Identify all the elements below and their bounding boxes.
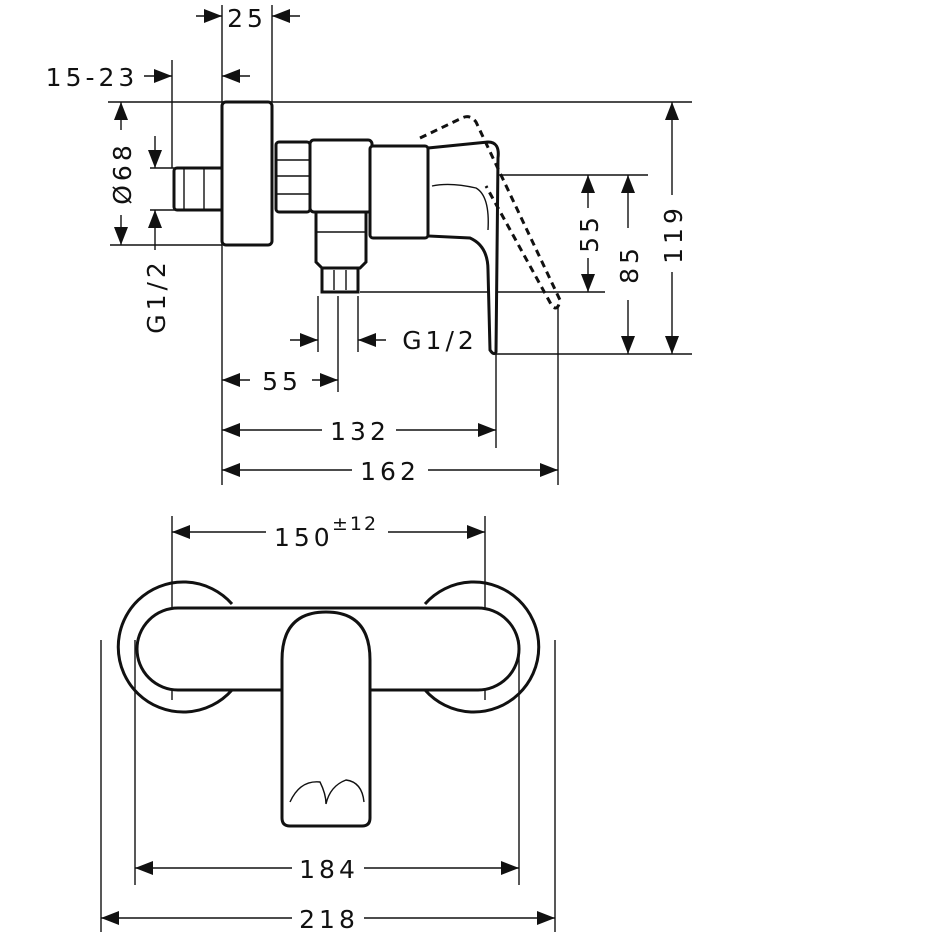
- dim-15-23: 15-23: [46, 63, 139, 92]
- dimension-labels: 25 15-23 Ø68 G1/2 55 85 119 G1/2 55 132 …: [46, 4, 688, 486]
- union-nut: [274, 140, 312, 214]
- dim-150: 150: [274, 523, 334, 552]
- dimension-arrows: [114, 9, 679, 477]
- left-rosette: [116, 580, 234, 714]
- mixer-body: [308, 138, 374, 214]
- front-dimension-labels: 150 ±12 184 218: [274, 513, 378, 934]
- right-rosette: [423, 580, 541, 714]
- lever-front: [280, 610, 372, 828]
- dim-184: 184: [299, 855, 359, 884]
- dim-132: 132: [330, 417, 390, 446]
- inlet-pipe: [172, 166, 226, 212]
- side-view: 25 15-23 Ø68 G1/2 55 85 119 G1/2 55 132 …: [46, 4, 692, 486]
- cartridge-housing: [368, 144, 430, 240]
- outlet-nozzle: [320, 266, 360, 294]
- outlet-block: [314, 210, 368, 270]
- dim-25: 25: [227, 4, 267, 33]
- dim-162: 162: [360, 457, 420, 486]
- dim-150-tolerance: ±12: [332, 513, 378, 535]
- thread-left-g12: G1/2: [142, 258, 171, 334]
- lever-handle-raised: [419, 115, 562, 310]
- extension-lines: [108, 5, 692, 485]
- wall-rosette: [220, 100, 274, 247]
- front-view: 150 ±12 184 218: [100, 513, 556, 934]
- dim-218: 218: [299, 905, 359, 934]
- front-dimension-arrows: [101, 525, 555, 925]
- dim-55-vertical: 55: [575, 213, 604, 253]
- dim-119: 119: [659, 204, 688, 264]
- mixer-side-outline: [172, 100, 562, 356]
- lever-handle: [426, 140, 500, 356]
- dim-55-horizontal: 55: [262, 367, 302, 396]
- dim-85: 85: [615, 244, 644, 284]
- dim-diameter-68: Ø68: [108, 141, 137, 205]
- thread-bottom-g12: G1/2: [402, 326, 478, 355]
- mixer-front-outline: [116, 580, 541, 828]
